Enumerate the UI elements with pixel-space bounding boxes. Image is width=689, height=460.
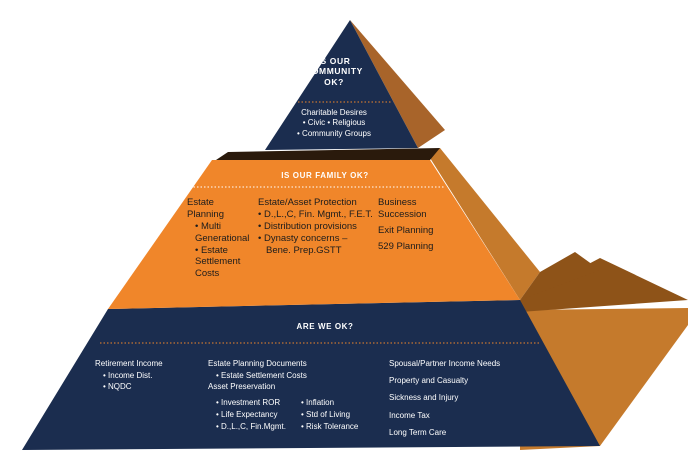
bottom-tier-front: [22, 300, 600, 450]
middle-col1-item: • Estate: [195, 244, 228, 256]
middle-col1-item: Generational: [195, 232, 250, 244]
bottom-col2-left-item: • Investment ROR: [216, 398, 281, 407]
middle-tier-side-shade: [520, 252, 600, 300]
bottom-col1-item: • Income Dist.: [103, 370, 153, 380]
middle-col3-item: 529 Planning: [378, 240, 434, 252]
middle-tier-side: [430, 148, 540, 300]
middle-col3-item: Business: [378, 197, 417, 208]
bottom-col2-right-item: • Risk Tolerance: [301, 422, 359, 431]
bottom-col3-item: Sickness and Injury: [389, 393, 459, 403]
bottom-tier-col2-left: • Investment ROR • Life Expectancy • D.,…: [208, 397, 286, 433]
middle-tier-title: IS OUR FAMILY OK?: [281, 171, 369, 180]
bottom-col3-item: Spousal/Partner Income Needs: [389, 359, 501, 368]
top-tier-item: • Civic • Religious: [302, 118, 366, 128]
middle-col2-item: Bene. Prep.GSTT: [266, 244, 342, 256]
bottom-tier-col3: Spousal/Partner Income Needs Property an…: [389, 355, 500, 441]
middle-col1-item: Costs: [195, 268, 220, 280]
top-tier-items: Charitable Desires • Civic • Religious •…: [274, 108, 394, 139]
middle-tier-front: [108, 160, 520, 309]
top-tier-front: [265, 20, 418, 150]
bottom-col3-item: Long Term Care: [389, 427, 447, 437]
top-tier-title-line: IS OUR: [317, 56, 351, 66]
bottom-col1-item: Retirement Income: [95, 359, 163, 368]
bottom-col2-item: Asset Preservation: [208, 382, 276, 392]
middle-tier-col3: Business Succession Exit Planning 529 Pl…: [378, 197, 433, 253]
middle-col1-item: Settlement: [195, 256, 241, 268]
bottom-tier-col1: Retirement Income • Income Dist. • NQDC: [95, 358, 163, 393]
top-tier-title-line: OK?: [324, 76, 344, 87]
bottom-col3-item: Property and Casualty: [389, 376, 469, 386]
middle-tier-col1: Estate Planning • Multi Generational • E…: [187, 197, 249, 280]
middle-col1-item: • Multi: [195, 220, 222, 232]
bottom-col3-item: Income Tax: [389, 410, 430, 420]
bottom-col2-left-item: • Life Expectancy: [216, 410, 278, 419]
middle-tier-col2: Estate/Asset Protection • D.,L.,C, Fin. …: [258, 197, 373, 256]
middle-col2-item: • D.,L.,C, Fin. Mgmt., F.E.T.: [258, 208, 373, 220]
bottom-col2-right-item: • Std of Living: [301, 410, 351, 419]
middle-col1-item: Estate: [187, 197, 214, 208]
bottom-col2-item: Estate Planning Documents: [208, 359, 307, 368]
bottom-tier-col2-head: Estate Planning Documents • Estate Settl…: [208, 358, 307, 393]
bottom-col2-item: • Estate Settlement Costs: [216, 370, 307, 380]
top-tier-side: [350, 20, 445, 148]
bottom-col1-item: • NQDC: [103, 382, 132, 392]
top-tier-item: • Community Groups: [297, 128, 371, 138]
middle-col2-item: • Distribution provisions: [258, 220, 357, 232]
bottom-tier-title: ARE WE OK?: [296, 322, 354, 331]
middle-col2-item: • Dynasty concerns –: [258, 232, 348, 244]
middle-col3-item: Succession: [378, 208, 427, 220]
middle-col3-item: Exit Planning: [378, 224, 434, 236]
top-tier-title-line: COMMUNITY: [305, 66, 363, 77]
bottom-col2-right-item: • Inflation: [301, 398, 335, 407]
bottom-tier-col2-right: • Inflation • Std of Living • Risk Toler…: [301, 397, 358, 433]
middle-tier-dark-band: [216, 148, 440, 160]
top-tier-item: Charitable Desires: [301, 108, 367, 117]
top-tier-title: IS OUR COMMUNITY OK?: [284, 56, 384, 87]
bottom-col2-left-item: • D.,L.,C, Fin.Mgmt.: [216, 422, 286, 431]
middle-col2-item: Estate/Asset Protection: [258, 197, 357, 208]
bottom-tier-side-shade: [520, 258, 688, 312]
middle-col1-item: Planning: [187, 208, 224, 220]
